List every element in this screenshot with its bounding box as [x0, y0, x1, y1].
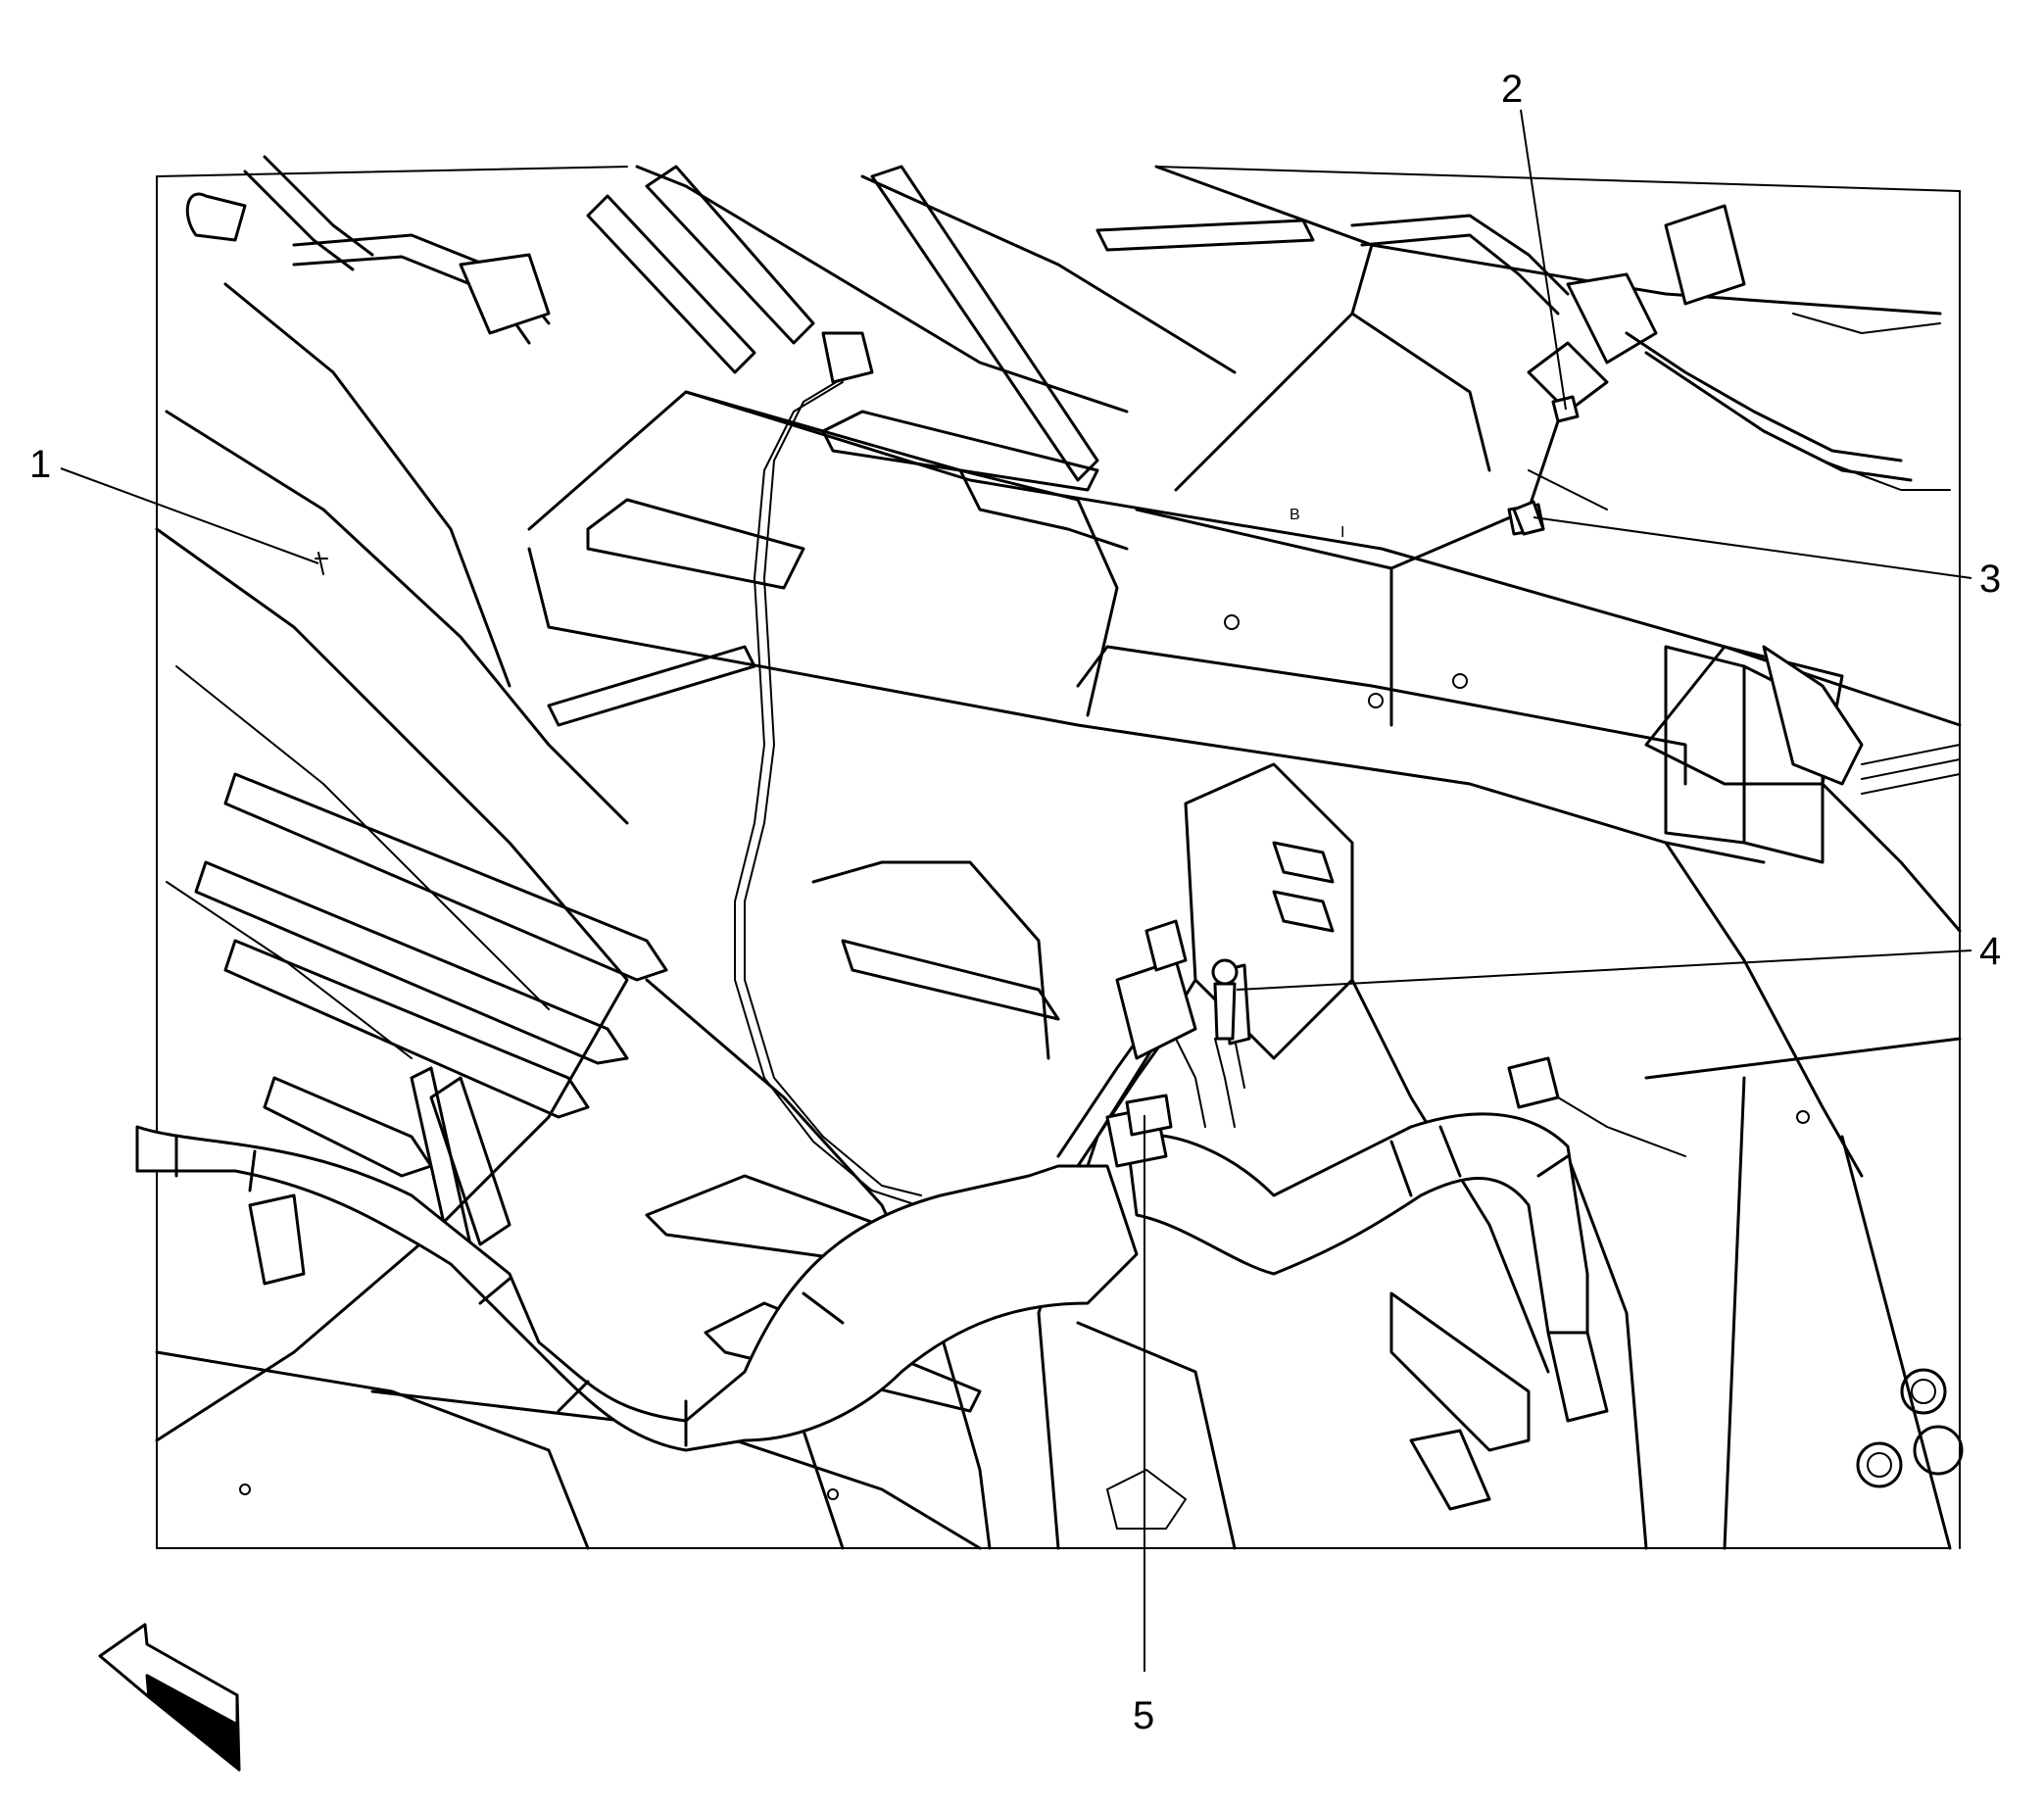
callout-1: 1	[29, 443, 51, 486]
callout-4: 4	[1979, 930, 2001, 973]
forward-arrow-icon	[98, 1623, 241, 1772]
ground-bolt-4	[1211, 958, 1239, 986]
leader-line-1	[60, 467, 319, 564]
callout-leaders	[60, 109, 1972, 1672]
leader-line-2	[1520, 109, 1567, 411]
callout-5: 5	[1133, 1694, 1154, 1737]
leader-line-4	[1236, 949, 1972, 991]
ground-terminal-5	[1125, 1094, 1173, 1137]
ground-components	[315, 395, 1580, 1137]
wiring-harness	[135, 155, 1951, 1511]
vehicle-floor-panel: B I	[155, 165, 1964, 1550]
callout-3: 3	[1979, 558, 2001, 601]
callout-2: 2	[1501, 68, 1523, 111]
stamp-i: I	[1340, 524, 1344, 541]
illustration-frame	[156, 166, 1961, 1549]
stamp-b: B	[1290, 507, 1300, 523]
ground-terminal-3	[1512, 500, 1545, 536]
leader-line-3	[1533, 516, 1972, 579]
callout-labels: 1 2 3 4 5	[29, 68, 2001, 1737]
ground-terminal-1	[315, 552, 328, 575]
